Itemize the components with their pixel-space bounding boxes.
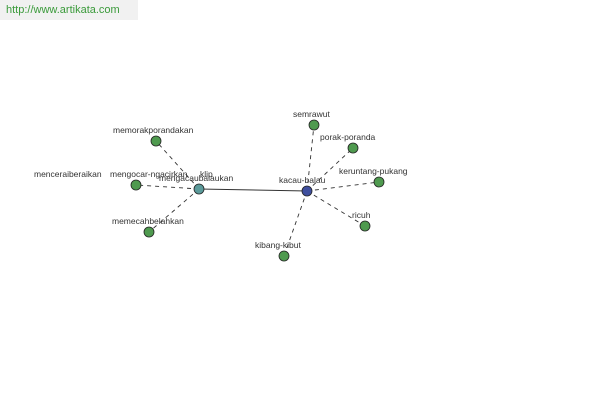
node-semrawut[interactable]: semrawut [293,109,330,131]
edge-mengacaubalaukan-kacau-balau [198,188,308,192]
node-label-ricuh: ricuh [352,210,371,220]
node-ricuh[interactable]: ricuh [352,210,371,232]
node-dot-kacau-balau[interactable] [301,185,313,197]
graph-edges [135,124,380,257]
node-dot-semrawut[interactable] [308,119,320,131]
node-kacau-balau[interactable]: kacau-balau [279,175,326,197]
edge-kacau-balau-ricuh [306,190,366,227]
edge-mengacaubalaukan-memecahbelahkan [148,188,200,233]
watermark: http://www.artikata.com [0,0,138,20]
node-dot-porak-poranda[interactable] [347,142,359,154]
node-memorakporandakan[interactable]: memorakporandakan [113,125,194,147]
node-klip[interactable]: klip [200,169,213,179]
node-label-semrawut: semrawut [293,109,330,119]
edge-kacau-balau-kibang-kibut [283,190,308,257]
watermark-url: http://www.artikata.com [6,4,120,16]
node-dot-kibang-kibut[interactable] [278,250,290,262]
node-label-keruntang-pukang: keruntang-pukang [339,166,408,176]
edge-kacau-balau-semrawut [306,124,315,192]
node-keruntang-pukang[interactable]: keruntang-pukang [339,166,408,188]
node-label-mengocar-ngacirkan: mengocar-ngacirkan [110,169,188,179]
graph-nodes: kacau-balau mengacaubalaukan semrawut porak… [34,109,408,262]
node-label-mengacaubalaukan: mengacaubalaukan [159,173,233,183]
node-porak-poranda[interactable]: porak-poranda [320,132,376,154]
node-dot-memecahbelahkan[interactable] [143,226,155,238]
edge-mengacaubalaukan-menceraiberaikan [135,184,200,190]
node-dot-menceraiberaikan[interactable] [130,179,142,191]
node-mengocar-ngacirkan[interactable]: mengocar-ngacirkan [110,169,188,179]
node-label-porak-poranda: porak-poranda [320,132,376,142]
node-label-kibang-kibut: kibang-kibut [255,240,301,250]
node-dot-memorakporandakan[interactable] [150,135,162,147]
node-label-kacau-balau: kacau-balau [279,175,326,185]
node-menceraiberaikan[interactable]: menceraiberaikan [34,169,142,191]
node-label-menceraiberaikan: menceraiberaikan [34,169,102,179]
node-dot-keruntang-pukang[interactable] [373,176,385,188]
node-label-klip: klip [200,169,213,179]
node-kibang-kibut[interactable]: kibang-kibut [255,240,301,262]
node-label-memorakporandakan: memorakporandakan [113,125,194,135]
node-dot-ricuh[interactable] [359,220,371,232]
node-label-memecahbelahkan: memecahbelahkan [112,216,184,226]
edge-kacau-balau-porak-poranda [306,147,354,192]
edge-mengacaubalaukan-memorakporandakan [155,140,200,190]
node-memecahbelahkan[interactable]: memecahbelahkan [112,216,184,238]
node-dot-mengacaubalaukan[interactable] [193,183,205,195]
node-mengacaubalaukan[interactable]: mengacaubalaukan [159,173,233,195]
